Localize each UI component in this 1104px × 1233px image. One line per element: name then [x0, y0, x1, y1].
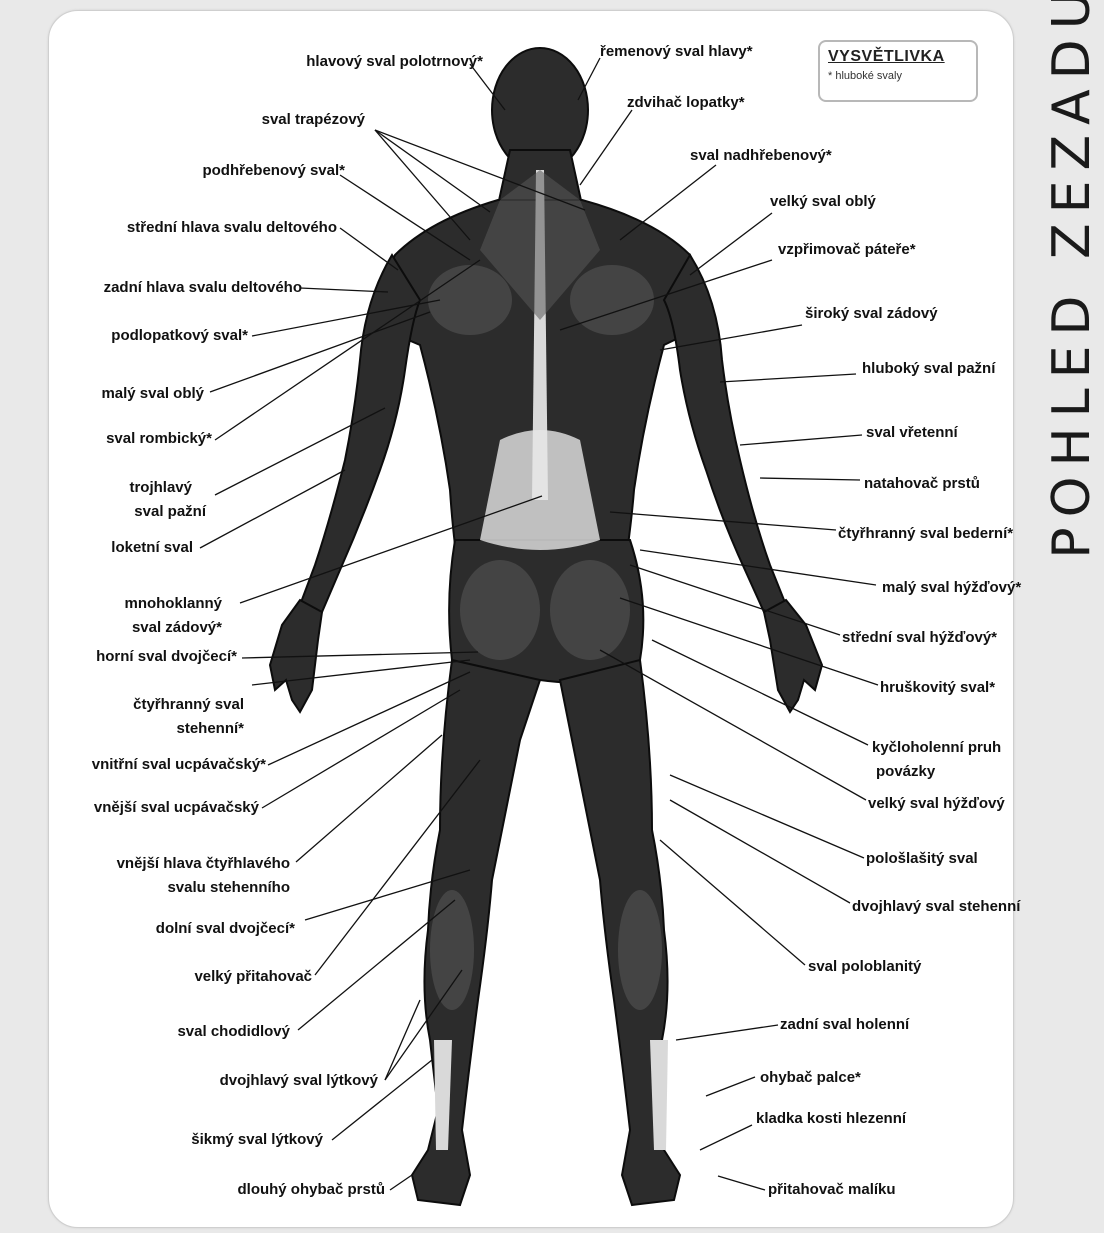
label-ohybac-palce: ohybač palce*	[760, 1069, 861, 1086]
label-kladka-kosti-hlezenni: kladka kosti hlezenní	[756, 1110, 907, 1127]
label-stredni-hlava-svalu-deltoveho: střední hlava svalu deltového	[127, 219, 337, 236]
label-maly-sval-hyzdovy: malý sval hýžďový*	[882, 579, 1021, 596]
right-calf-highlight	[618, 890, 662, 1010]
label-trojhlavy: trojhlavý	[129, 479, 192, 496]
label-ctyrhranny-sval-bederni: čtyřhranný sval bederní*	[838, 525, 1013, 542]
label-siroky-sval-zadovy: široký sval zádový	[805, 305, 938, 322]
label-maly-sval-obly: malý sval oblý	[101, 385, 204, 402]
label-sval-poloblanity: sval poloblanitý	[808, 958, 922, 975]
label-pritahovac-maliku: přitahovač malíku	[768, 1181, 896, 1198]
label-velky-sval-obly: velký sval oblý	[770, 193, 877, 210]
label-loketni-sval: loketní sval	[111, 539, 193, 556]
label-ctyrhranny-sval: čtyřhranný sval	[133, 696, 244, 713]
label-vnejsi-sval-ucpavacsky: vnější sval ucpávačský	[94, 799, 260, 816]
label-mnohoklanny: mnohoklanný	[124, 595, 222, 612]
label-podlopatkovy-sval: podlopatkový sval*	[111, 327, 248, 344]
legend-note: * hluboké svaly	[828, 70, 968, 82]
page-title: POHLED ZEZADU	[1042, 0, 1102, 559]
label-hruskovity-sval: hruškovitý sval*	[880, 679, 995, 696]
left-glute-highlight	[460, 560, 540, 660]
label-sval-trapezovy: sval trapézový	[262, 111, 366, 128]
label-zdvihac-lopatky: zdvihač lopatky*	[627, 94, 745, 111]
left-scapula	[428, 265, 512, 335]
label-kycloholenni-pruh: kyčloholenní pruh	[872, 739, 1001, 756]
label-horni-sval-dvojceci: horní sval dvojčecí*	[96, 648, 237, 665]
human-body-back-view	[270, 48, 822, 1205]
label-dolni-sval-dvojceci: dolní sval dvojčecí*	[156, 920, 295, 937]
label-vnejsi-hlava-ctyrhlaveho: vnější hlava čtyřhlavého	[117, 855, 290, 872]
label-zadni-hlava-svalu-deltoveho: zadní hlava svalu deltového	[104, 279, 302, 296]
label-sval-rombicky: sval rombický*	[106, 430, 212, 447]
label-sval-vretenni: sval vřetenní	[866, 424, 959, 441]
right-scapula	[570, 265, 654, 335]
label-stredni-sval-hyzdovy: střední sval hýžďový*	[842, 629, 997, 646]
label-sval-zadovy: sval zádový*	[132, 619, 222, 636]
label-polosasity-sval: pološlašitý sval	[866, 850, 978, 867]
label-vnitrni-sval-ucpavacsky: vnitřní sval ucpávačský*	[92, 756, 266, 773]
label-povazky: povázky	[876, 763, 936, 780]
right-arm	[664, 255, 786, 612]
label-remenovy-sval-hlavy: řemenový sval hlavy*	[600, 43, 753, 60]
label-velky-sval-hyzdovy: velký sval hýžďový	[868, 795, 1005, 812]
label-sval-nadhrebenovy: sval nadhřebenový*	[690, 147, 832, 164]
label-dlouhy-ohybac-prstu: dlouhý ohybač prstů	[237, 1181, 385, 1198]
label-svalu-stehenniho: svalu stehenního	[167, 879, 290, 896]
label-dvojhlavy-sval-stehenni: dvojhlavý sval stehenní	[852, 898, 1021, 915]
legend-title: VYSVĚTLIVKA	[828, 48, 968, 66]
label-stehenni: stehenní*	[176, 720, 244, 737]
label-natahovac-prstu: natahovač prstů	[864, 475, 980, 492]
left-arm	[300, 255, 420, 612]
label-hluboky-sval-pazni: hluboký sval pažní	[862, 360, 996, 377]
label-hlavovy-sval-polotrnovy: hlavový sval polotrnový*	[306, 53, 483, 70]
label-sikmy-sval-lytkovy: šikmý sval lýtkový	[191, 1131, 323, 1148]
label-podhrebenovy-sval: podhřebenový sval*	[202, 162, 345, 179]
label-zadni-sval-holenni: zadní sval holenní	[780, 1016, 910, 1033]
legend-box: VYSVĚTLIVKA * hluboké svaly	[818, 40, 978, 102]
label-vzprimovac-patere: vzpřimovač páteře*	[778, 241, 916, 258]
left-calf-highlight	[430, 890, 474, 1010]
label-velky-pritahovac: velký přitahovač	[194, 968, 312, 985]
label-sval-pazni: sval pažní	[134, 503, 207, 520]
label-sval-chodidlovy: sval chodidlový	[177, 1023, 290, 1040]
right-glute-highlight	[550, 560, 630, 660]
label-dvojhlavy-sval-lytkovy: dvojhlavý sval lýtkový	[220, 1072, 379, 1089]
